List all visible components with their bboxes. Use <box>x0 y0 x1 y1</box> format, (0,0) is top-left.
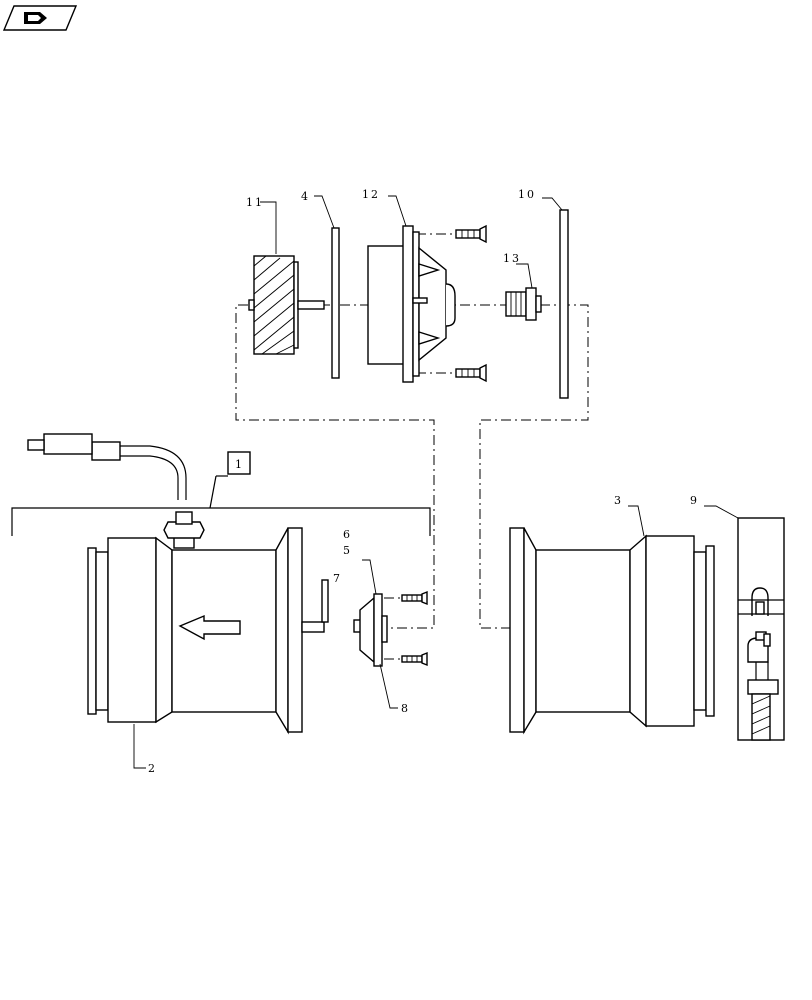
callout-5: 5 <box>343 544 352 557</box>
callout-13: 13 <box>503 252 521 265</box>
part-13-plug <box>505 287 542 321</box>
assembly-bracket <box>11 451 431 536</box>
nav-back-icon[interactable] <box>2 5 78 31</box>
callout-6: 6 <box>343 528 352 541</box>
callout-9: 9 <box>690 494 699 507</box>
screw-upper-12 <box>455 224 487 244</box>
part-4-gasket <box>331 227 340 379</box>
callout-2: 2 <box>148 762 157 775</box>
callout-7: 7 <box>333 572 342 585</box>
callout-3: 3 <box>614 494 623 507</box>
callout-10: 10 <box>518 188 536 201</box>
part-11-rotor <box>248 255 325 355</box>
part-5-6-8-end-cap <box>353 593 388 667</box>
part-2-main-body <box>87 511 329 735</box>
part-3-body <box>509 527 715 735</box>
callout-11: 11 <box>246 196 264 209</box>
screw-lower-12 <box>455 363 487 383</box>
callout-8: 8 <box>401 702 410 715</box>
callout-12: 12 <box>362 188 380 201</box>
leader-lines <box>133 195 739 769</box>
callout-4: 4 <box>301 190 310 203</box>
callout-labels: 1 2 3 4 5 6 7 8 9 10 11 12 13 <box>148 188 699 775</box>
screw-lower-cap <box>401 651 428 667</box>
part-12-stator-housing <box>367 225 456 383</box>
sensor-cable <box>27 433 187 500</box>
callout-1: 1 <box>235 458 244 471</box>
part-9-clamp <box>737 517 785 741</box>
screw-upper-cap <box>401 590 428 606</box>
part-10-plate <box>559 209 569 399</box>
